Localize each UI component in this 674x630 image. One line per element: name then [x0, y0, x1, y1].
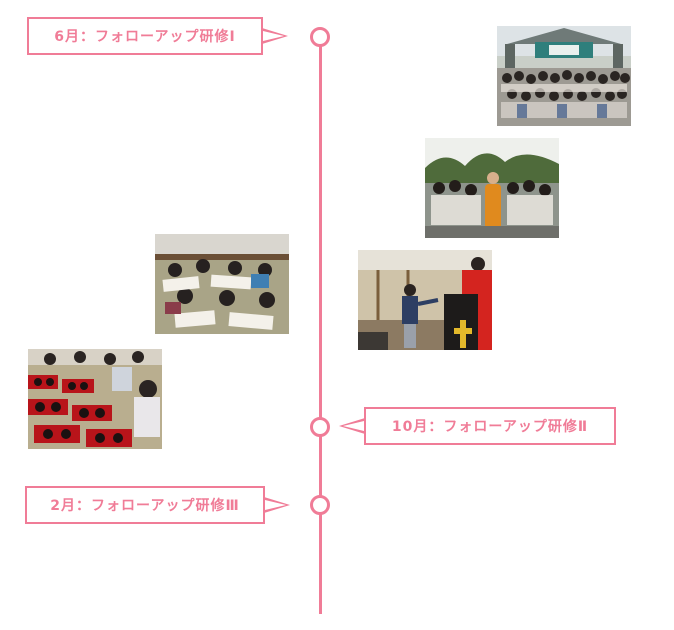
- timeline-node-october: [310, 417, 330, 437]
- timeline-node-june: [310, 27, 330, 47]
- event-label-february-text: 2月：フォローアップ研修Ⅲ: [50, 498, 240, 514]
- photo-presentation: [358, 250, 492, 350]
- timeline-node-february: [310, 495, 330, 515]
- event-label-june-text: 6月：フォローアップ研修Ⅰ: [54, 29, 236, 45]
- event-label-october-text: 10月：フォローアップ研修Ⅱ: [391, 419, 589, 435]
- photo-group-temple-gate: [497, 26, 631, 126]
- event-label-june: 6月：フォローアップ研修Ⅰ: [27, 17, 288, 55]
- photo-group-with-monk: [425, 138, 559, 238]
- photo-students-writing: [155, 234, 289, 334]
- timeline-line: [319, 36, 322, 614]
- event-label-february: 2月：フォローアップ研修Ⅲ: [25, 486, 290, 524]
- event-label-october: 10月：フォローアップ研修Ⅱ: [339, 407, 616, 445]
- photo-meal-trays: [28, 349, 162, 449]
